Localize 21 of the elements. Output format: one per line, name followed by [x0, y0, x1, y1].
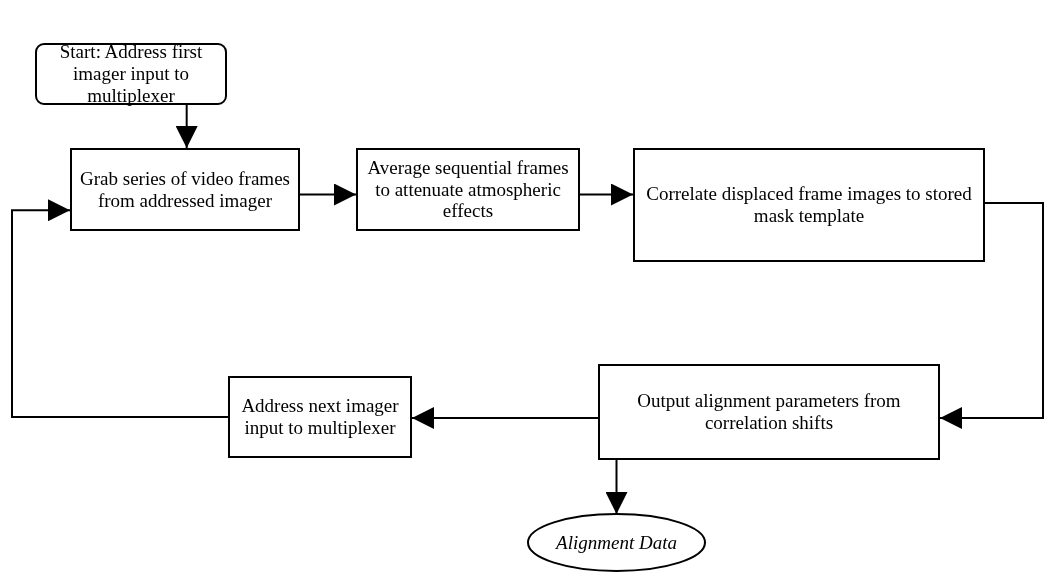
arrow — [411, 407, 599, 429]
node-text: Alignment Data — [556, 531, 677, 554]
terminal-ellipse — [527, 513, 706, 572]
process-box — [70, 148, 300, 231]
arrow — [579, 183, 634, 206]
process-box — [598, 364, 940, 460]
start-box — [35, 43, 227, 105]
node-text: Correlate displaced frame images to stored mask template — [645, 183, 973, 227]
process-box — [633, 148, 985, 262]
process-box — [228, 376, 412, 458]
node-text: Grab series of video frames from addressed imager — [79, 167, 291, 212]
process-box — [356, 148, 580, 231]
arrow — [299, 183, 357, 206]
node-text: Start: Address first imager input to multiplexer — [58, 41, 204, 107]
node-text: Output alignment parameters from correlation shifts — [636, 390, 902, 434]
node-text: Address next imager input to multiplexer — [240, 395, 400, 439]
node-text: Average sequential frames to attenuate atmospheric effects — [366, 156, 570, 223]
arrow — [605, 459, 628, 515]
arrow — [11, 199, 229, 418]
arrow — [175, 104, 198, 149]
arrow — [939, 202, 1044, 429]
